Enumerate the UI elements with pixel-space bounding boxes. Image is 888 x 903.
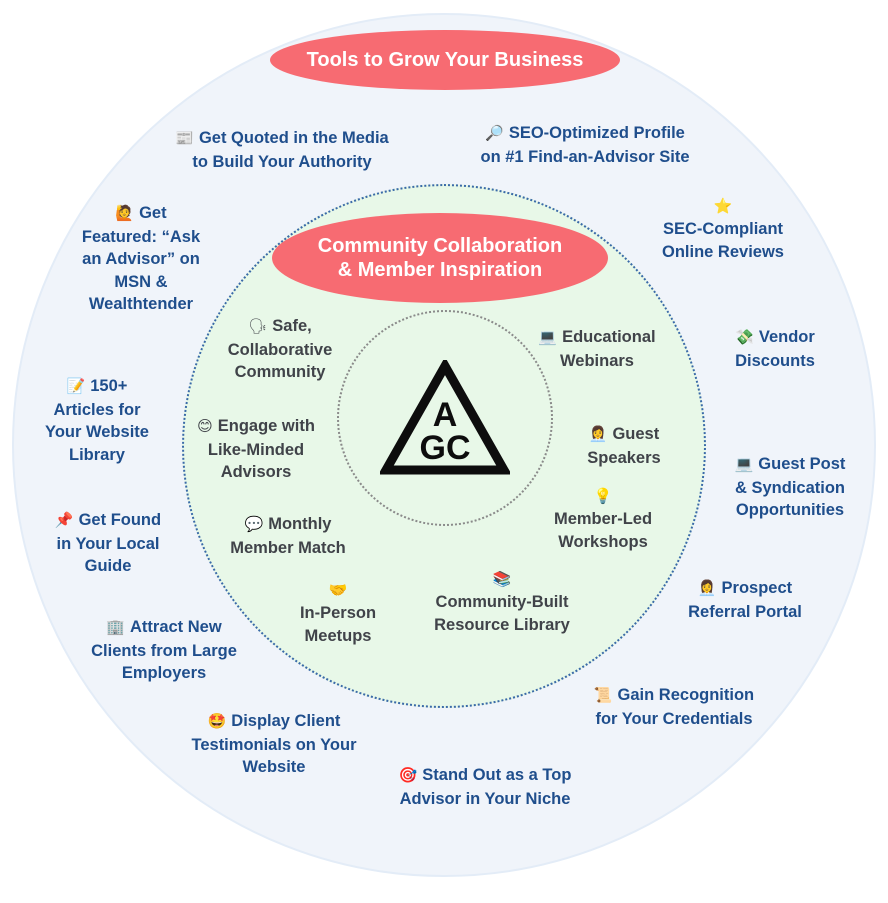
books-icon: 📚 — [492, 571, 512, 588]
raising-hand-icon: 🙋 — [115, 205, 135, 222]
businesswoman-icon: 👩‍💼 — [697, 580, 717, 597]
community-in-person-meetups: 🤝 In-Person Meetups — [299, 582, 377, 645]
community-safe-collaborative: 🗣Safe, Collaborative Community — [227, 317, 333, 381]
star-struck-icon: 🤩 — [207, 713, 227, 730]
newspaper-icon: 📰 — [175, 130, 194, 147]
tool-top-advisor-niche: 🎯Stand Out as a Top Advisor in Your Nich… — [398, 766, 572, 808]
tool-guest-post-syndication: 💻Guest Post & Syndication Opportunities — [734, 455, 846, 519]
scroll-icon: 📜 — [593, 687, 613, 704]
speaking-head-icon: 🗣 — [248, 318, 268, 335]
tool-vendor-discounts: 💸Vendor Discounts — [735, 328, 815, 370]
community-guest-speakers: 👩‍💼Guest Speakers — [587, 425, 661, 467]
community-resource-library: 📚 Community-Built Resource Library — [434, 571, 570, 634]
money-icon: 💸 — [735, 329, 754, 346]
laptop-icon: 💻 — [538, 329, 558, 346]
community-monthly-member-match: 💬Monthly Member Match — [230, 515, 346, 557]
tool-sec-compliant-reviews: ⭐ SEC-Compliant Online Reviews — [662, 198, 784, 261]
agc-logo-icon: A GC — [380, 360, 510, 475]
outer-ring-title: Tools to Grow Your Business — [270, 30, 620, 90]
star-icon: ⭐ — [713, 198, 733, 215]
laptop-icon: 💻 — [734, 456, 754, 473]
businesswoman-icon: 👩‍💼 — [588, 426, 608, 443]
tool-seo-profile: 🔎SEO-Optimized Profile on #1 Find-an-Adv… — [480, 124, 690, 166]
tool-large-employers: 🏢Attract New Clients from Large Employer… — [91, 618, 237, 682]
speech-bubble-icon: 💬 — [244, 516, 264, 533]
tool-prospect-referral-portal: 👩‍💼Prospect Referral Portal — [688, 579, 802, 621]
pushpin-icon: 📌 — [54, 512, 74, 529]
svg-text:GC: GC — [420, 429, 471, 467]
community-educational-webinars: 💻Educational Webinars — [538, 328, 656, 370]
target-icon: 🎯 — [398, 767, 418, 784]
office-building-icon: 🏢 — [106, 619, 125, 636]
lightbulb-icon: 💡 — [593, 488, 613, 505]
center-ring — [337, 310, 553, 526]
tool-get-quoted-media: 📰Get Quoted in the Media to Build Your A… — [175, 129, 389, 171]
svg-text:A: A — [433, 396, 458, 434]
tool-local-guide: 📌Get Found in Your Local Guide — [54, 511, 162, 575]
tool-ask-an-advisor: 🙋Get Featured: “Ask an Advisor” on MSN &… — [81, 204, 201, 313]
tool-credentials-recognition: 📜Gain Recognition for Your Credentials — [593, 686, 755, 728]
inner-ring-title: Community Collaboration & Member Inspira… — [272, 213, 608, 303]
magnifier-icon: 🔎 — [485, 125, 504, 142]
handshake-icon: 🤝 — [328, 582, 348, 599]
tool-articles-library: 📝150+ Articles for Your Website Library — [45, 377, 149, 464]
tool-client-testimonials: 🤩Display Client Testimonials on Your Web… — [191, 712, 357, 776]
memo-icon: 📝 — [66, 378, 86, 395]
community-member-led-workshops: 💡 Member-Led Workshops — [553, 488, 653, 551]
community-like-minded-advisors: 😊Engage with Like-Minded Advisors — [197, 417, 315, 481]
smiling-face-icon: 😊 — [197, 418, 213, 435]
